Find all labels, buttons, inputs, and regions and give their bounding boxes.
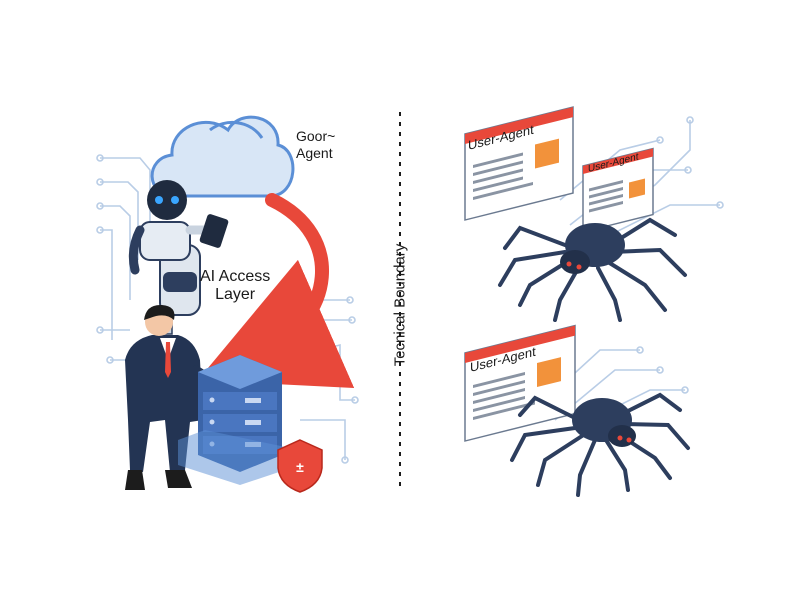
goor-agent-label-line1: Goor~	[296, 128, 336, 144]
browser-window-icon	[582, 147, 654, 233]
server-stack-icon	[178, 355, 300, 485]
spider-icon	[510, 392, 690, 497]
spider-icon	[498, 217, 687, 322]
goor-agent-label-line2: Agent	[296, 145, 333, 161]
ai-access-label-line2: Layer	[215, 286, 256, 303]
technical-boundary-label: Tecnical Boundary	[391, 243, 409, 367]
cloud-icon	[150, 115, 295, 198]
ai-access-label-line1: AI Access	[200, 268, 271, 285]
goor-agent-label: Goor~ Agent	[296, 128, 335, 162]
shield-icon: ±	[277, 439, 323, 493]
svg-text:±: ±	[296, 459, 304, 475]
curved-arrow-icon	[197, 193, 355, 388]
browser-window-icon	[464, 324, 576, 442]
robot-icon	[128, 180, 215, 335]
tablet-icon	[199, 214, 229, 248]
ai-access-layer-label: AI Access Layer	[200, 268, 270, 304]
browser-window-icon	[464, 106, 574, 221]
circuit-lines-left	[96, 154, 151, 364]
